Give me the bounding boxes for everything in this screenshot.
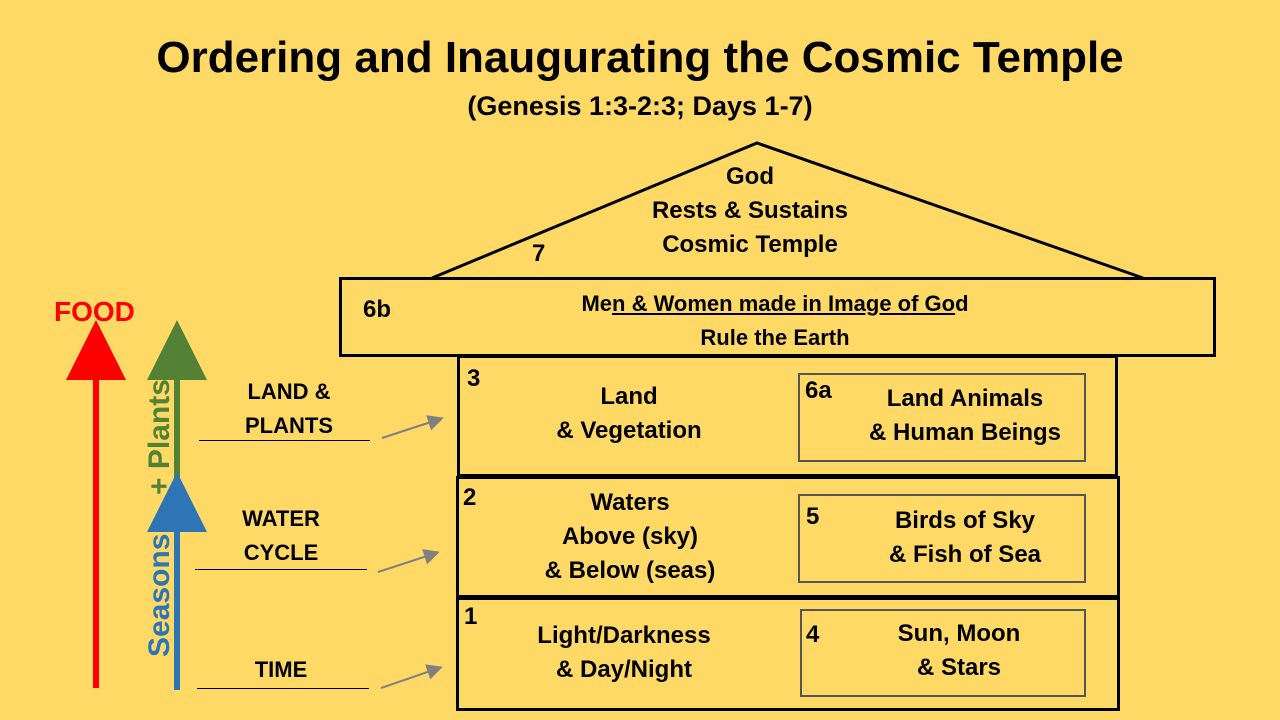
tier-5-box bbox=[798, 494, 1086, 583]
tier-2-text: Waters Above (sky) & Below (seas) bbox=[544, 489, 716, 584]
tier-day-2 bbox=[456, 476, 1120, 598]
tier-1-text: Light/Darkness & Day/Night bbox=[537, 622, 711, 683]
tier-6a-box bbox=[798, 373, 1086, 462]
tier-2-number: 2 bbox=[463, 484, 477, 511]
roof-line-rests: Rests & Sustains bbox=[651, 197, 849, 224]
pointer-arrow-time bbox=[380, 664, 443, 689]
tier-4-number: 4 bbox=[806, 621, 820, 648]
seasons-label: Seasons bbox=[143, 533, 176, 657]
tier-3-number: 3 bbox=[467, 365, 481, 392]
side-label-water-cycle: WATER CYCLE bbox=[242, 506, 320, 565]
beam-line-1: Men & Women made in Image of God bbox=[581, 291, 969, 316]
roof-outline bbox=[431, 141, 1144, 280]
beam-number: 6b bbox=[363, 296, 392, 323]
food-label: FOOD bbox=[54, 296, 135, 327]
side-label-land-plants: LAND & PLANTS bbox=[245, 379, 333, 438]
tier-5-number: 5 bbox=[806, 503, 820, 530]
plants-label: + Plants bbox=[143, 379, 176, 495]
roof-line-temple: Cosmic Temple bbox=[662, 231, 838, 258]
tier-6a-text: Land Animals & Human Beings bbox=[868, 385, 1062, 446]
beam-text: Men & Women made in Image of God Rule th… bbox=[470, 287, 1080, 355]
tier-5-text: Birds of Sky & Fish of Sea bbox=[888, 507, 1042, 568]
roof-text: God Rests & Sustains Cosmic Temple bbox=[600, 160, 900, 262]
page-subtitle: (Genesis 1:3-2:3; Days 1-7) bbox=[467, 91, 813, 121]
roof-number: 7 bbox=[532, 240, 546, 267]
tier-day-3 bbox=[457, 355, 1118, 477]
tier-1-number: 1 bbox=[464, 603, 478, 630]
beam-box bbox=[339, 277, 1216, 357]
tier-day-1 bbox=[456, 597, 1120, 711]
page-title: Ordering and Inaugurating the Cosmic Tem… bbox=[156, 33, 1124, 82]
side-rule-water bbox=[195, 569, 367, 570]
side-rule-time bbox=[197, 688, 369, 689]
pointer-arrow-land bbox=[381, 415, 444, 439]
tier-3-text: Land & Vegetation bbox=[556, 383, 702, 444]
beam-line-2: Rule the Earth bbox=[700, 325, 850, 350]
roof-line-god: God bbox=[726, 163, 774, 190]
tier-4-box bbox=[800, 609, 1086, 697]
tier-4-text: Sun, Moon & Stars bbox=[897, 620, 1021, 681]
tier-6a-number: 6a bbox=[805, 377, 832, 404]
side-rule-land bbox=[199, 440, 370, 441]
side-label-time: TIME bbox=[254, 657, 308, 682]
pointer-arrow-water bbox=[377, 549, 440, 573]
